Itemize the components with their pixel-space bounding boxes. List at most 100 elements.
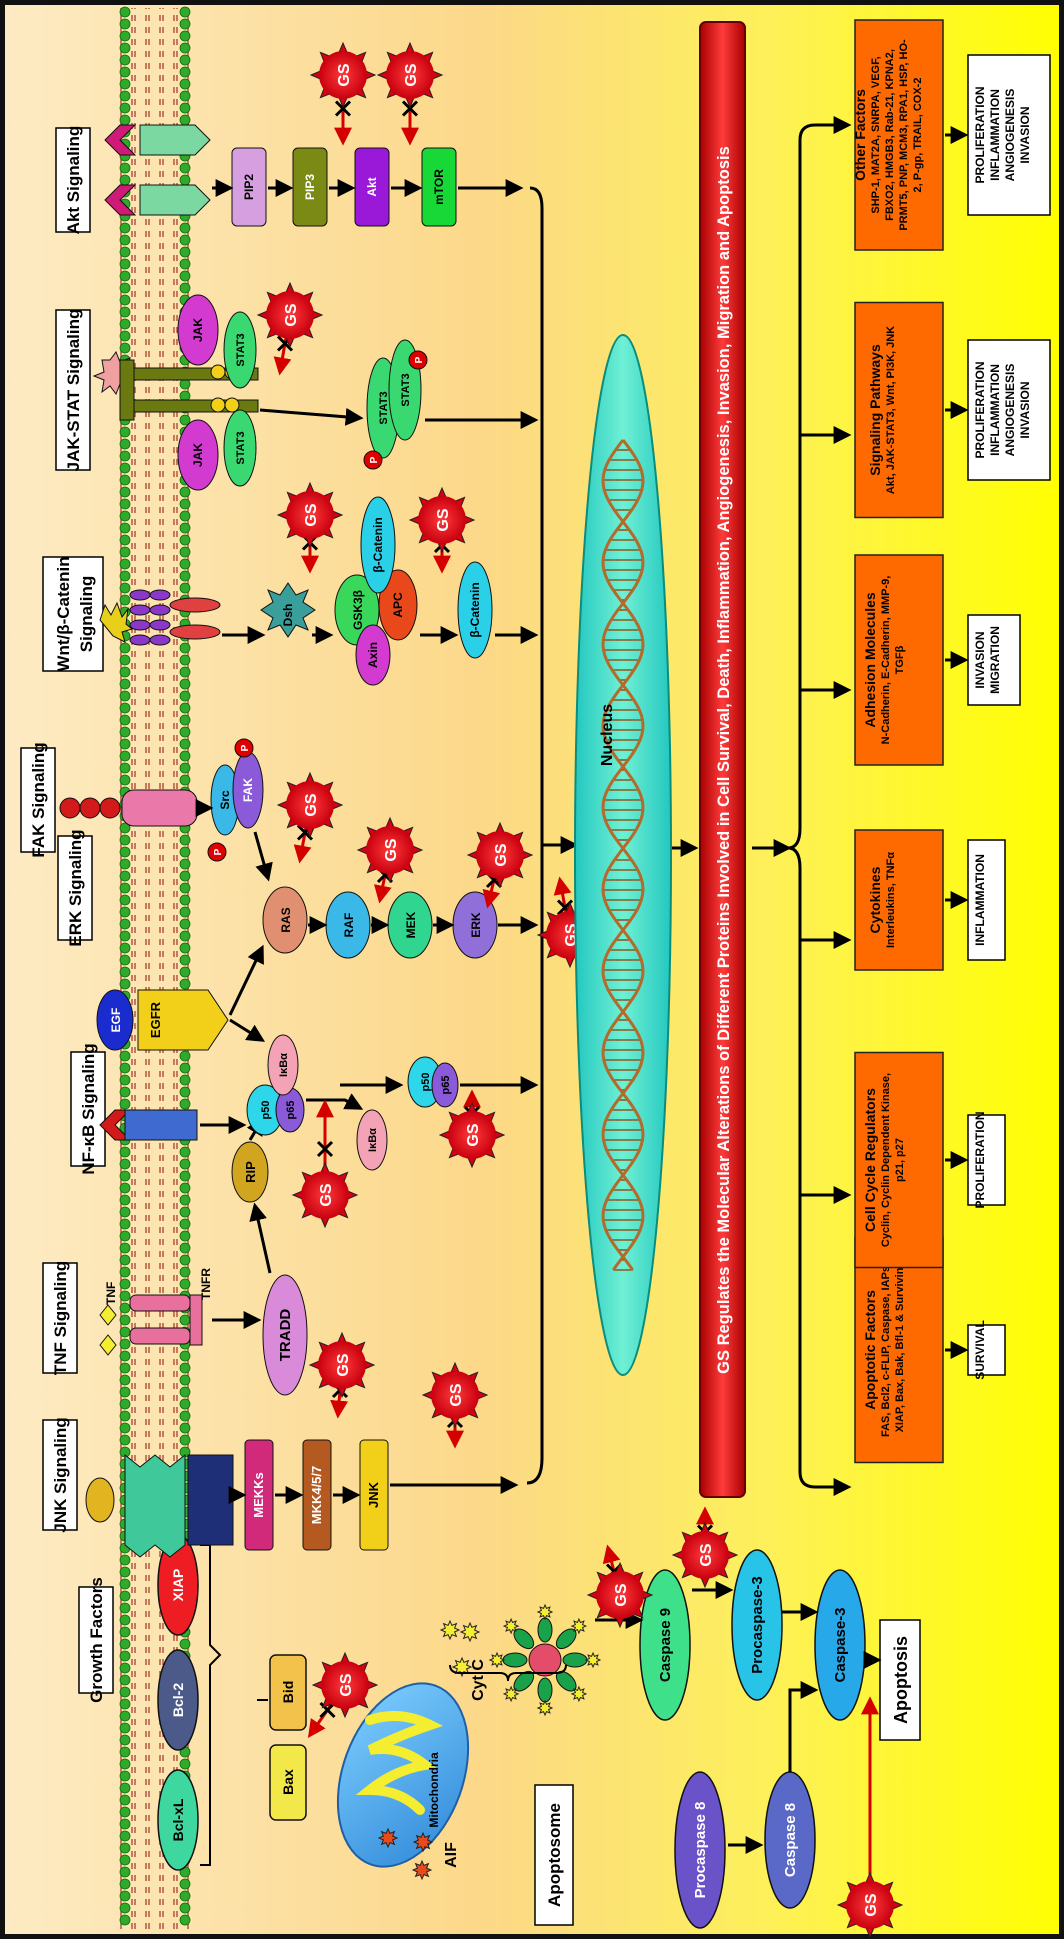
outcome-label: INVASION (973, 631, 987, 688)
outcome-label: PROLIFERATION (973, 361, 987, 458)
b-catenin-free: β-Catenin (457, 561, 493, 659)
outcome-box: INFLAMMATION (967, 839, 1006, 961)
erk-arrows (228, 916, 539, 1042)
svg-text:AIF: AIF (443, 1842, 460, 1868)
svg-text:p65: p65 (440, 1076, 452, 1095)
svg-text:GS: GS (338, 1673, 355, 1696)
svg-text:TNF Signaling: TNF Signaling (51, 1261, 70, 1375)
ikba-free: IκBα (356, 1109, 388, 1171)
outcome-label: PROLIFERATION (973, 1111, 987, 1208)
procaspase-8: Procaspase 8 (674, 1771, 726, 1929)
svg-text:Mitochondria: Mitochondria (427, 1752, 441, 1828)
gs-inhibitor: GS (376, 41, 444, 146)
phospho-stat3-a: P (363, 450, 383, 470)
svg-text:APC: APC (391, 592, 405, 618)
svg-text:JNK Signaling: JNK Signaling (51, 1417, 70, 1532)
outcome-label: INVASION (1018, 106, 1032, 163)
svg-text:p50: p50 (260, 1101, 272, 1120)
apc: APC (378, 569, 418, 641)
phospho-fak: P (234, 738, 254, 758)
raf: RAF (325, 891, 371, 959)
apoptosis-label: Apoptosis (879, 1619, 921, 1741)
svg-text:Cyt C: Cyt C (470, 1659, 487, 1701)
category-line: FBXO2, HMGB3, Rab-21, KPNA2, (884, 49, 896, 221)
aif-label: AIF (443, 1842, 460, 1868)
svg-text:Src: Src (218, 790, 232, 810)
gs-inhibitor: GS (276, 481, 344, 574)
mekks: MEKKs (244, 1439, 274, 1551)
svg-text:Bax: Bax (280, 1769, 296, 1795)
phospho-src: P (207, 842, 227, 862)
label-tnf-signaling: TNF Signaling (42, 1261, 78, 1375)
jak-stat-arrows (259, 407, 539, 429)
bid: Bid (269, 1654, 307, 1731)
svg-text:GS: GS (335, 1353, 352, 1376)
ikba-bound: IκBα (267, 1034, 299, 1096)
gs-inhibitor: GS (309, 41, 377, 146)
svg-text:Wnt/β-Catenin: Wnt/β-Catenin (54, 556, 73, 671)
summary-banner: GS Regulates the Molecular Alterations o… (699, 21, 746, 1498)
svg-text:Apoptosis: Apoptosis (891, 1636, 911, 1724)
fak-receptor (59, 789, 198, 827)
svg-text:P: P (414, 356, 425, 363)
b-catenin-complex: β-Catenin (360, 496, 396, 594)
jnk: JNK (359, 1439, 389, 1551)
gs-inhibitor: GS (356, 816, 424, 904)
outcome-box: SURVIVAL (967, 1320, 1006, 1380)
stat3-upper: STAT3 (223, 311, 257, 389)
svg-text:Caspase 8: Caspase 8 (782, 1803, 799, 1877)
caspase-3: Caspase-3 (814, 1569, 866, 1721)
svg-text:Procaspase 8: Procaspase 8 (692, 1802, 709, 1899)
svg-text:GS: GS (493, 843, 510, 866)
gs-inhibitor: GS (276, 771, 344, 864)
svg-text:Caspase-3: Caspase-3 (832, 1607, 849, 1682)
tradd: TRADD (262, 1274, 308, 1396)
egfr-receptor: EGF EGFR (96, 989, 229, 1051)
jnk-receptor (85, 1453, 234, 1558)
svg-text:FAK Signaling: FAK Signaling (29, 742, 48, 857)
svg-text:GS: GS (465, 1123, 482, 1146)
cell-membrane (119, 6, 191, 1934)
pip2: PIP2 (231, 147, 267, 227)
svg-text:β-Catenin: β-Catenin (468, 582, 482, 637)
mek: MEK (387, 891, 433, 959)
gs-inhibitor: GS (836, 1696, 904, 1939)
svg-text:IκBα: IκBα (367, 1128, 379, 1152)
svg-text:STAT3: STAT3 (400, 373, 412, 406)
gs-inhibitor: GS (308, 1331, 376, 1419)
svg-text:Nucleus: Nucleus (599, 704, 616, 766)
caspase-9: Caspase 9 (639, 1569, 691, 1721)
svg-text:p65: p65 (285, 1101, 297, 1120)
pip3: PIP3 (292, 147, 328, 227)
category-title: Cytokines (867, 866, 883, 933)
fak-arrows (195, 799, 273, 882)
outcome-label: INVASION (1018, 381, 1032, 438)
category-title: Signaling Pathways (867, 344, 883, 476)
outcome-label: PROLIFERATION (973, 86, 987, 183)
caspase-8: Caspase 8 (764, 1771, 816, 1909)
svg-text:GS Regulates the Molecular Alt: GS Regulates the Molecular Alterations o… (715, 146, 733, 1374)
svg-text:GS: GS (383, 838, 400, 861)
outcome-label: ANGIOGENESIS (1003, 89, 1017, 182)
svg-text:P: P (240, 744, 251, 751)
category-line: SHP-1, MAT2A, SNRPA, VEGF, (870, 56, 882, 213)
category-title: Adhesion Molecules (862, 592, 878, 728)
outcome-label: ANGIOGENESIS (1003, 364, 1017, 457)
svg-text:RAF: RAF (342, 913, 356, 938)
src: Src (210, 764, 240, 836)
distribution-arrows (787, 116, 852, 1496)
svg-text:GS: GS (403, 63, 420, 86)
category-line: Akt, JAK-STAT3, Wnt, PI3K, JNK (885, 326, 897, 494)
category-line: N-Cadherin, E-Cadherin, MMP-9, (880, 576, 892, 745)
akt-receptor (104, 124, 211, 216)
bcl-xl: Bcl-xL (157, 1769, 199, 1871)
gs-inhibitor: GS (671, 1506, 739, 1589)
